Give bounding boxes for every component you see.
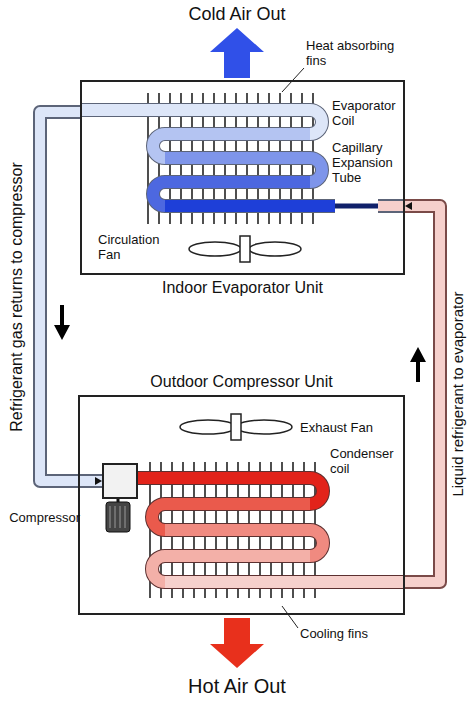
unit-label: Compressor — [9, 509, 80, 527]
circulation-fan — [189, 236, 301, 262]
condenser-coil — [135, 478, 405, 582]
part-label: Evaporator Coil — [332, 98, 404, 128]
part-label: Cooling fins — [300, 626, 368, 641]
unit-label: Outdoor Compressor Unit — [150, 373, 332, 391]
refrigerant-pipe — [40, 112, 102, 485]
part-label: Condenser coil — [330, 446, 402, 476]
pipe-label: Refrigerant gas returns to compressor — [8, 162, 26, 431]
part-label: Hot Air Out — [188, 674, 286, 698]
compressor-box: Compressor — [102, 463, 138, 499]
flow-direction-arrow — [54, 305, 426, 382]
cold-air-arrow — [210, 28, 264, 78]
capillary-tube — [335, 204, 378, 209]
hot-air-arrow — [210, 618, 264, 668]
part-label: Circulation Fan — [98, 232, 182, 262]
part-label: Heat absorbing fins — [306, 38, 398, 68]
exhaust-fan — [180, 414, 292, 440]
leader-line — [282, 68, 304, 628]
refrigerant-pipe — [405, 202, 440, 582]
evaporator-coil — [80, 110, 335, 206]
compressor-motor — [106, 495, 130, 532]
part-label: Exhaust Fan — [300, 420, 373, 435]
pipe-label: Liquid refrigerant to evaporator — [449, 291, 467, 496]
unit-label: Indoor Evaporator Unit — [162, 279, 323, 297]
part-label: Cold Air Out — [188, 3, 285, 25]
liquid-pipe-inner — [378, 199, 405, 213]
part-label: Capillary Expansion Tube — [332, 140, 404, 185]
